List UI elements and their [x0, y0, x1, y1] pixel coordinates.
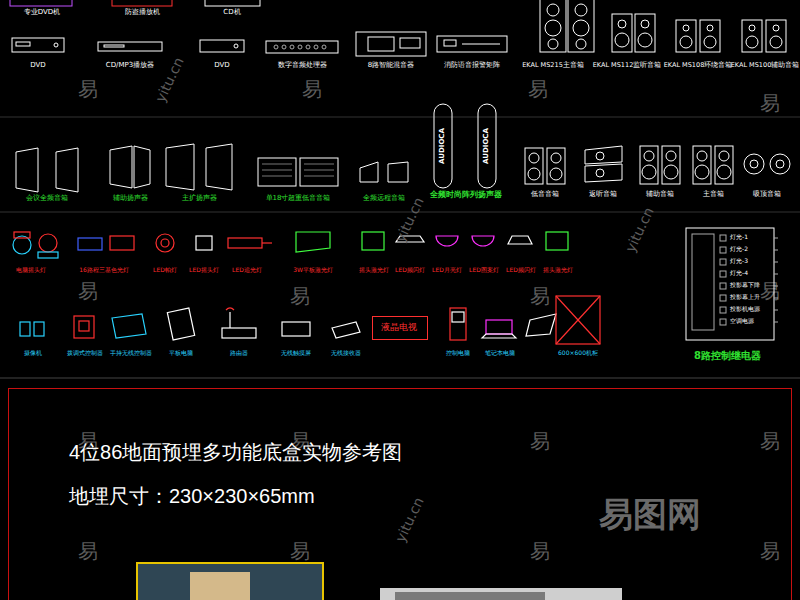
symbol-label: EKAL MS100辅助音箱	[731, 62, 800, 69]
symbol-label: 返听音箱	[589, 191, 617, 199]
watermark: 易	[760, 280, 780, 302]
symbol-label: 8路智能混音器	[368, 62, 414, 70]
symbol-label: EKAL MS108环绕音箱	[664, 62, 733, 69]
symbol-label: 无线接收器	[331, 350, 361, 357]
symbol-label: 吸顶音箱	[753, 191, 781, 199]
symbol-label: CD/MP3播放器	[106, 62, 154, 70]
watermark: yitu.cn	[623, 205, 657, 255]
panel-heading: 4位86地面预埋多功能底盒实物参考图	[69, 441, 402, 463]
watermark: yitu.cn	[393, 495, 427, 545]
symbol-label: 摇头激光灯	[543, 267, 573, 274]
control-symbols	[20, 296, 600, 344]
symbol-label: 路由器	[230, 350, 248, 357]
symbol-label: LED频闪灯	[395, 267, 425, 274]
brand-text: AUDIOCA	[439, 128, 447, 164]
symbol-label: 全频时尚阵列扬声器	[430, 191, 502, 200]
watermark: 易	[302, 78, 322, 100]
symbol-label: 数字音频处理器	[278, 62, 327, 70]
symbol-label: 无线触摸屏	[281, 350, 311, 357]
symbol-label: DVD	[30, 62, 45, 70]
symbol-label: LED月亮灯	[432, 267, 462, 274]
tv-box: 液晶电视	[372, 316, 428, 340]
floor-box-body	[395, 592, 545, 600]
player-symbols	[10, 0, 260, 6]
watermark: 易图网	[599, 496, 701, 533]
watermark: 易	[528, 78, 548, 100]
symbol-label: EKAL MS112监听音箱	[593, 62, 662, 69]
symbol-label: 低音音箱	[531, 191, 559, 199]
watermark: 易	[290, 285, 310, 307]
reference-panel: 4位86地面预埋多功能底盒实物参考图地埋尺寸：230×230×65mm	[8, 388, 792, 600]
separator	[0, 378, 800, 379]
relay-channel: 投影机电源	[730, 306, 760, 313]
floor-box-photo	[380, 588, 622, 600]
watermark: 易	[760, 430, 780, 452]
symbol-label: 手持无线控制器	[110, 350, 152, 357]
relay-channel: 投影幕下降	[730, 282, 760, 289]
symbol-label: 摇头激光灯	[359, 267, 389, 274]
relay-channel: 灯光-1	[730, 234, 748, 241]
symbol-label: EKAL MS215主音箱	[522, 62, 584, 69]
light-symbols	[13, 232, 568, 258]
tv-label: 液晶电视	[381, 323, 419, 333]
symbol-label: 控制电脑	[446, 350, 470, 357]
relay-channel: 灯光-4	[730, 270, 748, 277]
watermark: 易	[78, 280, 98, 302]
watermark: 易	[530, 540, 550, 562]
symbol-label: LED图案灯	[469, 267, 499, 274]
symbol-label: 防盗播放机	[125, 9, 160, 17]
symbol-label: 3W平板激光灯	[293, 267, 333, 274]
symbol-label: CD机	[223, 9, 240, 17]
watermark: 易	[530, 430, 550, 452]
symbol-label: LED频闪灯	[506, 267, 536, 274]
symbol-label: 笔记本电脑	[485, 350, 515, 357]
symbol-label: DVD	[214, 62, 229, 70]
relay-channel: 空调电源	[730, 318, 754, 325]
watermark: yitu.cn	[393, 195, 427, 245]
symbol-label: 会议全频音箱	[26, 195, 68, 203]
symbol-label: 专业DVD机	[24, 9, 60, 17]
relay-channel: 灯光-3	[730, 258, 748, 265]
watermark: 易	[78, 540, 98, 562]
symbol-label: 16路程三基色光灯	[79, 267, 129, 274]
symbol-label: 辅助扬声器	[113, 195, 148, 203]
watermark: 易	[78, 78, 98, 100]
symbol-label: 单18寸超重低音音箱	[266, 195, 331, 203]
symbol-label: LED帕灯	[153, 267, 177, 274]
watermark: 易	[760, 92, 780, 114]
symbol-label: 电脑摇头灯	[16, 267, 46, 274]
watermark: yitu.cn	[153, 55, 187, 105]
relay-box: 灯光-1 灯光-2 灯光-3 灯光-4 投影幕下降投影幕上升投影机电源空调电源 8路控制继…	[680, 226, 794, 370]
separator	[0, 212, 800, 213]
brand-text: AUDIOCA	[483, 128, 491, 164]
floor-box-lid	[190, 572, 250, 600]
symbol-label: 摄像机	[24, 350, 42, 357]
symbol-label: 消防语音报警矩阵	[444, 62, 500, 70]
symbol-label: 主音箱	[703, 191, 724, 199]
watermark: 易	[530, 285, 550, 307]
symbol-label: 辅助音箱	[646, 191, 674, 199]
symbol-label: 全频远程音箱	[363, 195, 405, 203]
symbol-label: 拨调式控制器	[67, 350, 103, 357]
watermark: 易	[290, 540, 310, 562]
symbol-label: 600×600机柜	[558, 350, 598, 357]
panel-dimension: 地埋尺寸：230×230×65mm	[69, 485, 315, 507]
speaker-symbols	[16, 104, 790, 192]
relay-channel: 灯光-2	[730, 246, 748, 253]
symbol-label: 主扩扬声器	[182, 195, 217, 203]
separator	[0, 117, 800, 118]
relay-title: 8路控制继电器	[694, 350, 761, 361]
relay-channel: 投影幕上升	[730, 294, 760, 301]
symbol-label: LED追光灯	[232, 267, 262, 274]
device-symbols	[12, 0, 786, 56]
watermark: 易	[760, 540, 780, 562]
symbol-label: LED摇头灯	[189, 267, 219, 274]
symbol-label: 平板电脑	[169, 350, 193, 357]
